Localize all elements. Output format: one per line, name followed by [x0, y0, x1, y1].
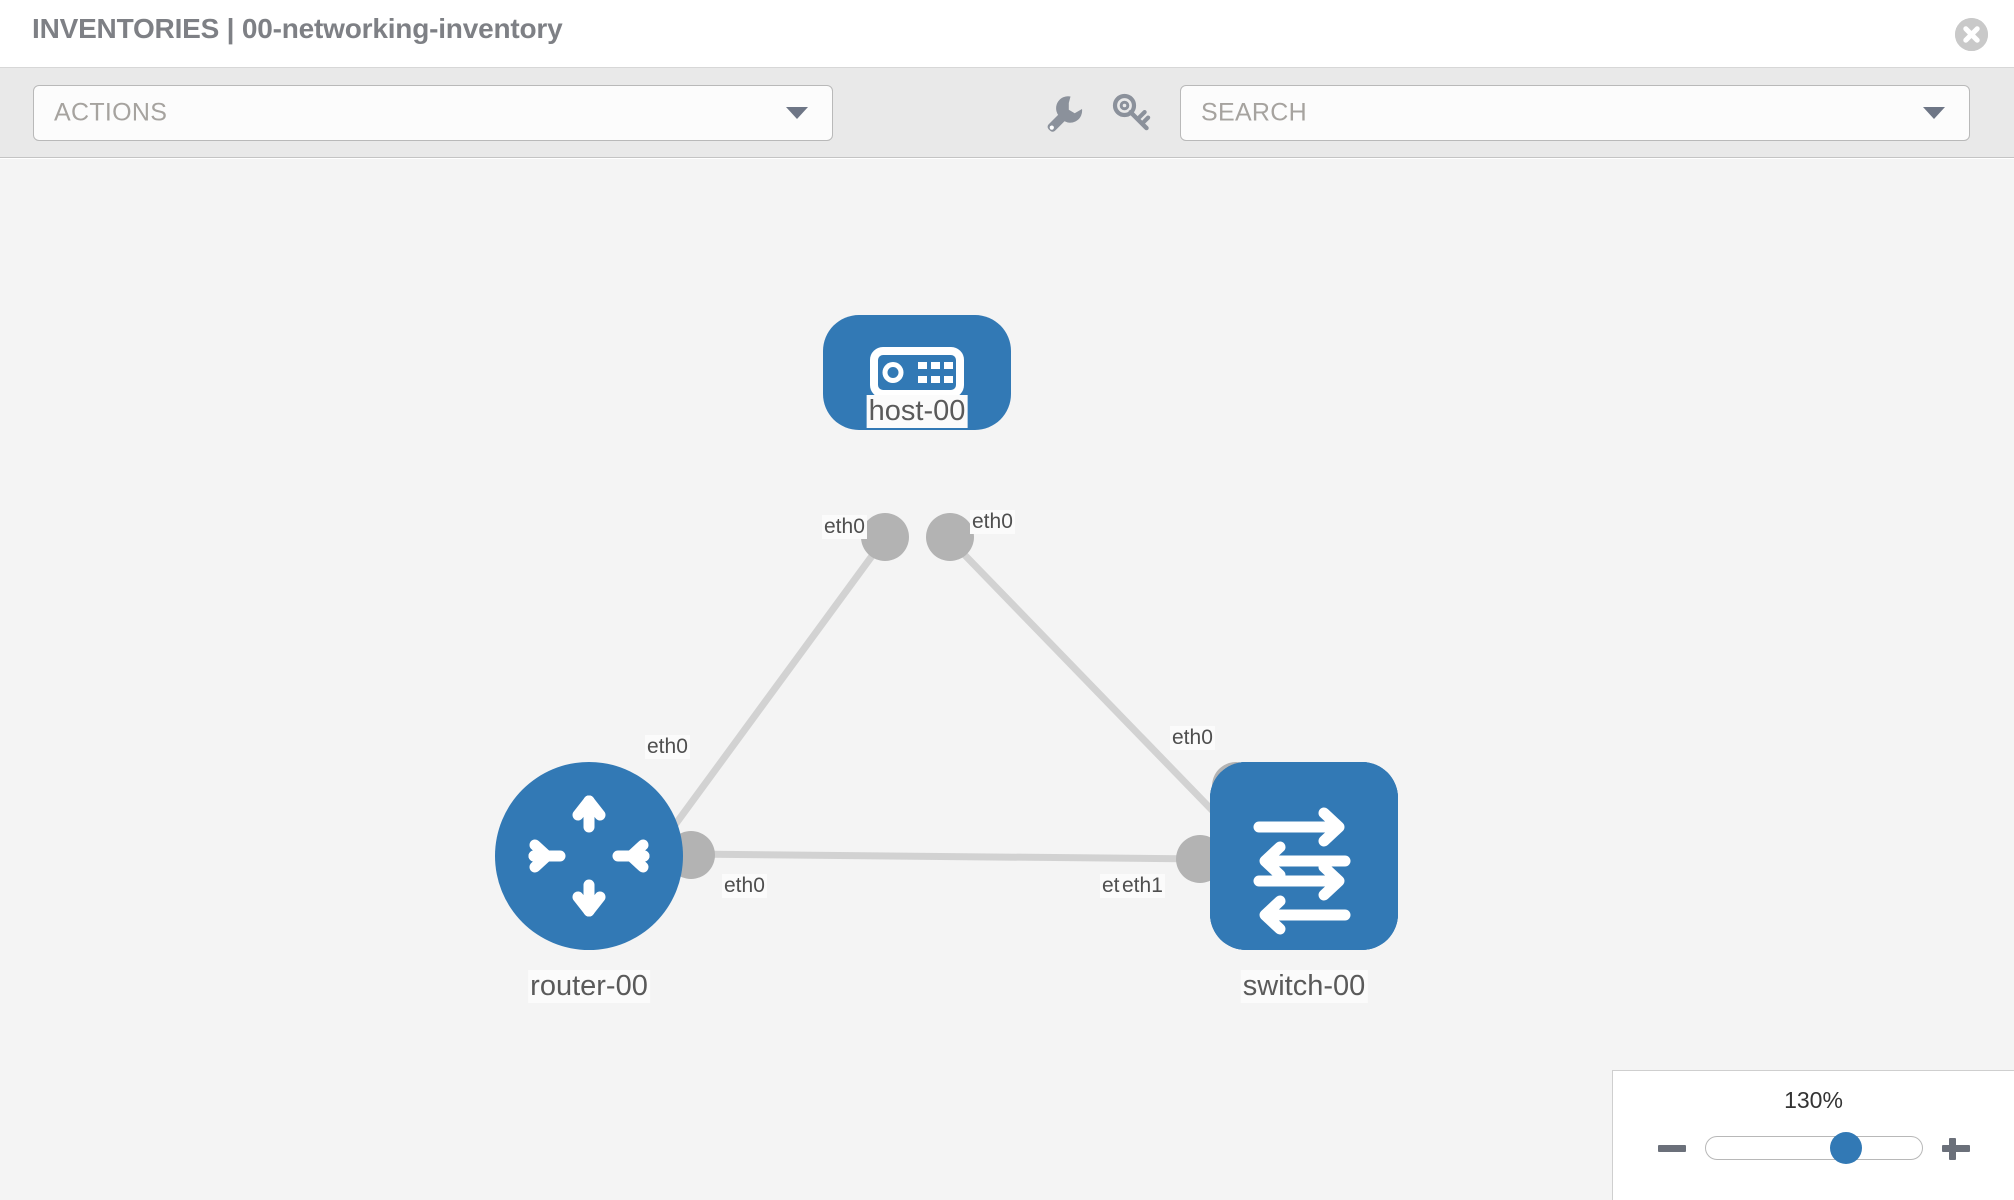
close-icon[interactable]	[1955, 18, 1988, 51]
node-router-00[interactable]	[495, 762, 683, 950]
link-router00-switch00	[684, 850, 1206, 863]
zoom-control-panel: 130%	[1612, 1070, 2014, 1200]
chevron-down-icon	[1923, 107, 1945, 119]
switch-arrows-icon-final	[1210, 762, 1398, 950]
node-label-router-00: router-00	[528, 970, 650, 1003]
node-label-switch-00: switch-00	[1240, 970, 1368, 1003]
connector-host00-left	[861, 513, 909, 561]
zoom-out-button[interactable]	[1655, 1131, 1689, 1165]
connector-host00-right	[926, 513, 974, 561]
actions-dropdown-label: ACTIONS	[54, 98, 168, 127]
toolbar: ACTIONS SEARCH	[0, 68, 2014, 158]
link-host00-switch00	[952, 542, 1243, 842]
zoom-slider[interactable]	[1704, 1132, 1923, 1164]
iface-label-router00-right: eth0	[722, 874, 767, 898]
topology-connectors	[667, 513, 1260, 883]
router-arrows-icon	[528, 795, 650, 917]
wrench-icon[interactable]	[1040, 90, 1086, 136]
iface-label-host00-right: eth0	[970, 510, 1015, 534]
key-icon[interactable]	[1108, 90, 1154, 136]
actions-dropdown[interactable]: ACTIONS	[33, 85, 833, 141]
topology-graph[interactable]	[0, 159, 2014, 1200]
iface-label-switch00-left: eth1	[1120, 874, 1165, 898]
zoom-slider-thumb[interactable]	[1829, 1132, 1862, 1164]
search-input-placeholder: SEARCH	[1201, 98, 1307, 127]
iface-label-host00-left: eth0	[822, 515, 867, 539]
node-label-host-00: host-00	[866, 395, 968, 428]
title-bar: INVENTORIES | 00-networking-inventory	[0, 0, 2014, 68]
link-host00-router00	[647, 542, 883, 862]
topology-links	[647, 542, 1243, 863]
zoom-percent-label: 130%	[1784, 1087, 1843, 1113]
chevron-down-icon	[786, 107, 808, 119]
search-input[interactable]: SEARCH	[1180, 85, 1970, 141]
iface-label-switch00-top: eth0	[1170, 726, 1215, 750]
server-icon	[870, 347, 964, 398]
iface-label-router00-top: eth0	[645, 735, 690, 759]
zoom-in-button[interactable]	[1939, 1131, 1973, 1165]
page-title: INVENTORIES | 00-networking-inventory	[32, 13, 563, 44]
topology-canvas[interactable]: host-00 router-00 switch-00 eth0 eth0 et…	[0, 159, 2014, 1200]
